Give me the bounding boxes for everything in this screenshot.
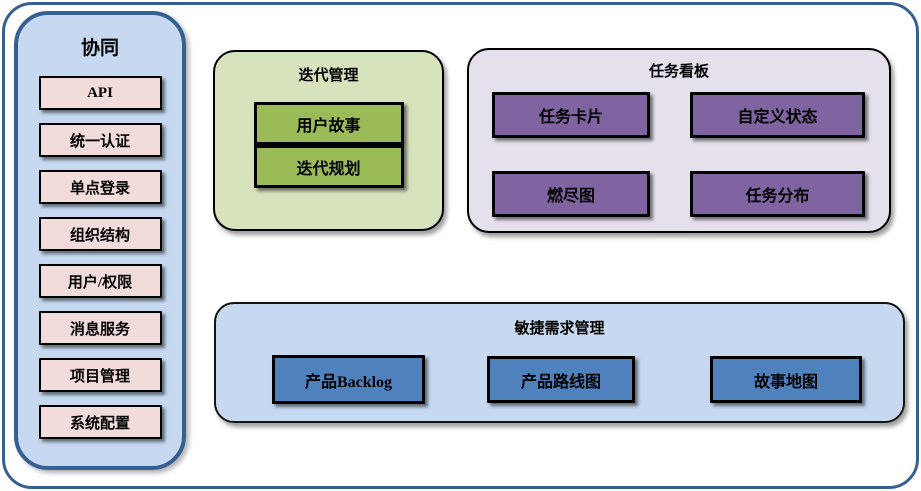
tile-product-roadmap: 产品路线图 [487,356,635,403]
group-title-iteration: 迭代管理 [298,67,359,84]
sidebar-item-org-structure: 组织结构 [38,217,162,251]
sidebar-item-api: API [38,76,162,110]
tile-task-distribution: 任务分布 [690,171,865,217]
sidebar-collaboration-group: 协同 API 统一认证 单点登录 组织结构 用户/权限 消息服务 项目管理 系统… [14,11,186,470]
sidebar-item-system-config: 系统配置 [38,405,162,439]
tile-product-backlog: 产品Backlog [272,355,425,404]
sidebar-item-unified-auth: 统一认证 [38,123,162,157]
group-title-agile: 敏捷需求管理 [514,320,605,337]
tile-task-card: 任务卡片 [492,92,650,138]
group-task-board: 任务看板 任务卡片 自定义状态 燃尽图 任务分布 [467,48,891,233]
tile-custom-status: 自定义状态 [690,92,865,138]
sidebar-item-user-permission: 用户/权限 [38,264,162,298]
tile-user-story: 用户故事 [253,102,404,145]
tile-story-map: 故事地图 [710,356,862,403]
tile-burndown-chart: 燃尽图 [492,171,650,217]
sidebar-item-sso: 单点登录 [38,170,162,204]
tile-iteration-planning: 迭代规划 [253,145,404,188]
sidebar-item-message-service: 消息服务 [38,311,162,345]
sidebar-item-project-management: 项目管理 [38,358,162,392]
group-title-kanban: 任务看板 [648,63,709,80]
sidebar-title: 协同 [80,38,119,59]
kanban-tile-grid: 任务卡片 自定义状态 燃尽图 任务分布 [469,81,889,217]
group-iteration-management: 迭代管理 用户故事 迭代规划 [213,50,444,231]
group-agile-requirements: 敏捷需求管理 产品Backlog 产品路线图 故事地图 [214,302,905,423]
